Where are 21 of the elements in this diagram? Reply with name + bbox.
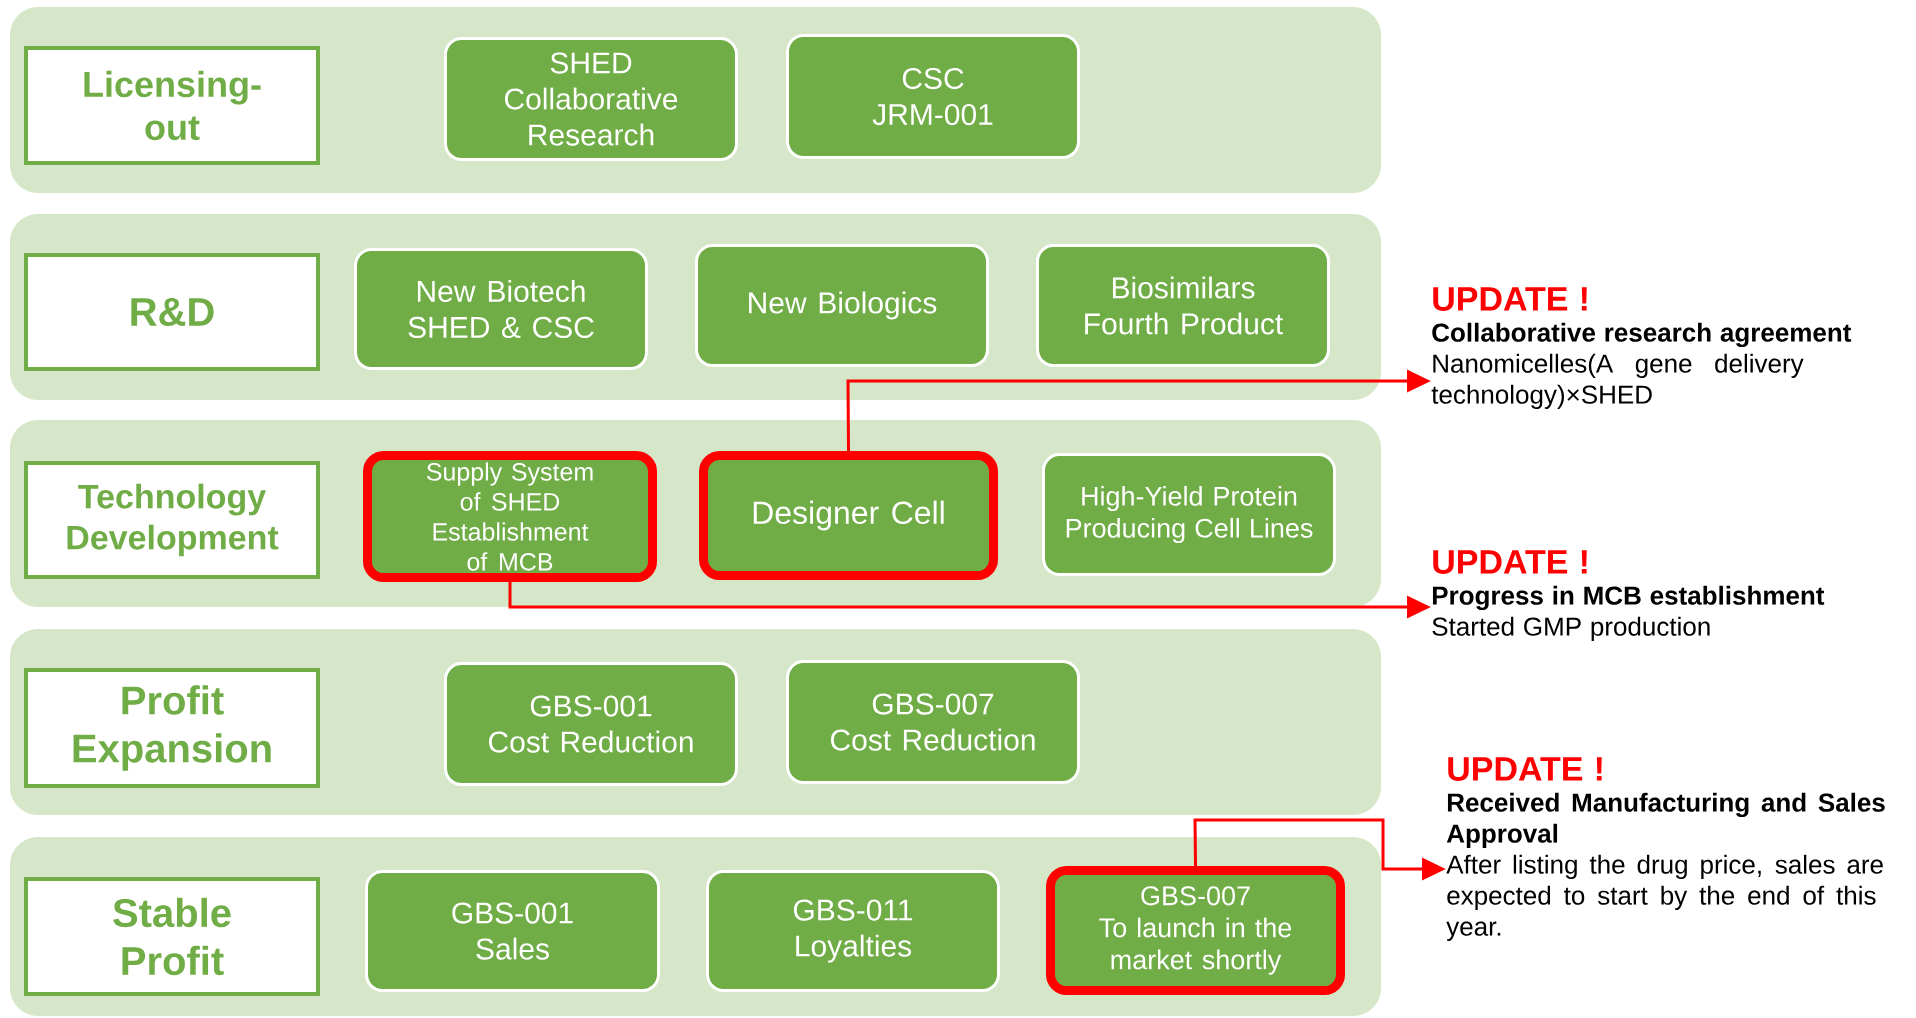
item-box: GBS-007 To launch in the market shortly	[1046, 866, 1345, 995]
item-box: CSC JRM-001	[786, 34, 1080, 159]
item-box: Biosimilars Fourth Product	[1036, 244, 1330, 367]
item-box: New Biotech SHED & CSC	[354, 248, 648, 370]
category-box: Stable Profit	[24, 877, 320, 996]
category-box: Licensing-out	[24, 46, 320, 165]
item-box: GBS-011 Loyalties	[706, 870, 1000, 992]
item-box: New Biologics	[695, 244, 989, 367]
update-note: UPDATE ! Progress in MCB establishment Started GMP production	[1432, 550, 1825, 641]
update-note: UPDATE ! Collaborative research agreement Nanomicelles(A gene delivery technology)×SHED	[1431, 287, 1852, 409]
category-box: Profit Expansion	[24, 668, 320, 788]
update-note: UPDATE ! Received Manufacturing and Sales Approval After listing the drug price, sales are expected to start by the end of this year.	[1446, 757, 1885, 941]
item-box: GBS-001 Cost Reduction	[444, 662, 738, 786]
item-box: SHED Collaborative Research	[444, 37, 738, 161]
item-box: GBS-001 Sales	[365, 870, 660, 992]
item-box: Supply System of SHED Establishment of MCB	[363, 451, 657, 582]
item-box: GBS-007 Cost Reduction	[786, 660, 1080, 784]
category-box: R&D	[24, 253, 320, 371]
item-box: High-Yield Protein Producing Cell Lines	[1042, 453, 1336, 576]
category-box: Technology Development	[24, 461, 320, 579]
item-box: Designer Cell	[699, 451, 998, 580]
